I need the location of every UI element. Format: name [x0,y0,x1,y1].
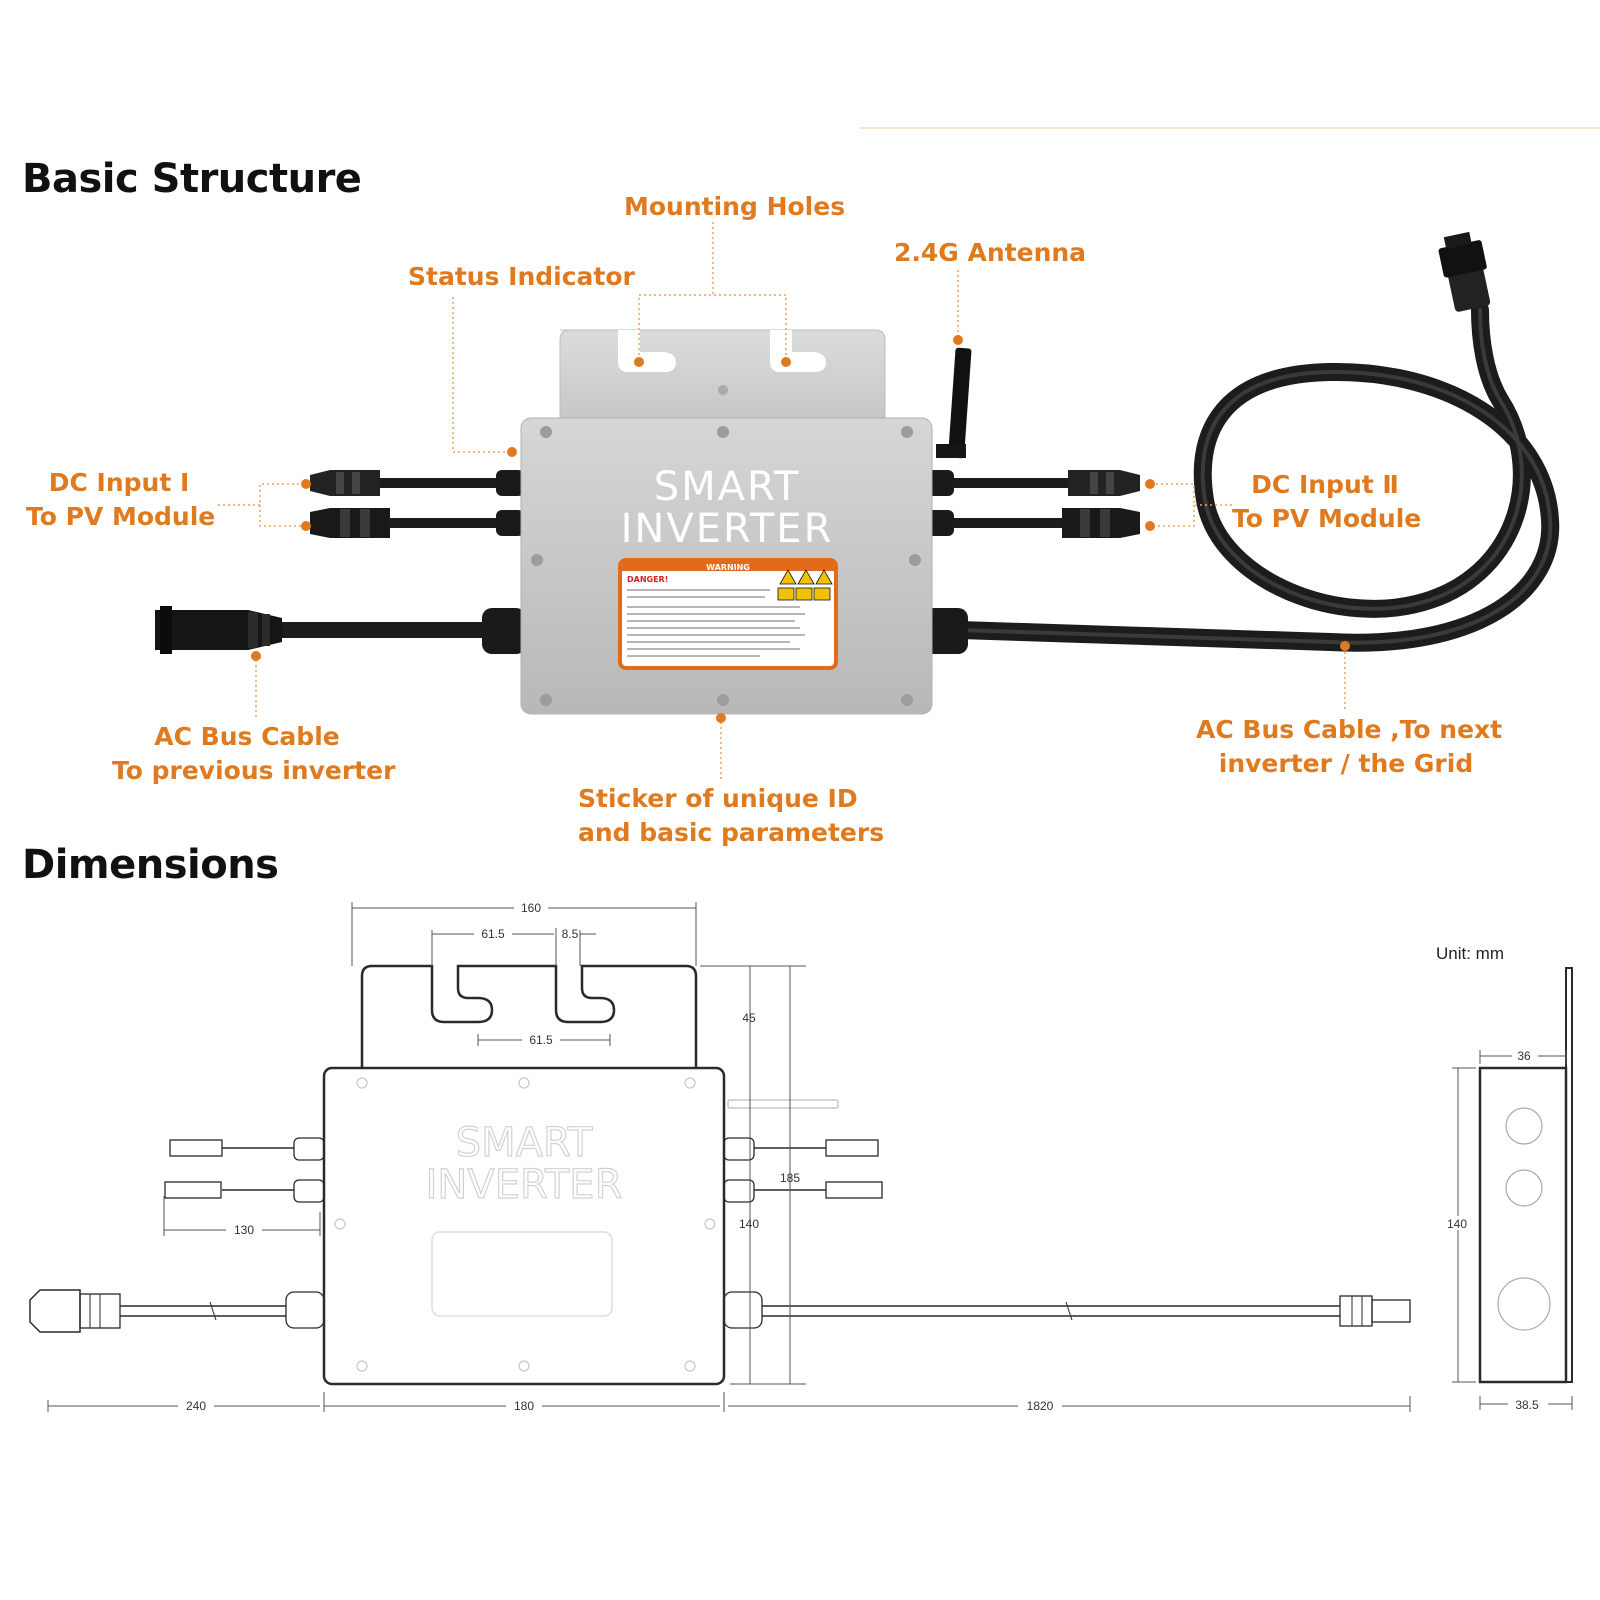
dim-watermark-smart: SMART [456,1120,593,1166]
sticker-line1: Sticker of unique ID [578,784,858,813]
callout-ac-prev: AC Bus Cable To previous inverter [112,720,396,788]
ac-next-line2: inverter / the Grid [1218,749,1474,778]
leader-dots [251,335,1350,723]
basic-structure-heading: Basic Structure [22,156,362,202]
device-title-line2: INVERTER [621,506,834,552]
dim-side-top: 36 [1517,1049,1531,1063]
ac-next-connector [1438,231,1491,312]
callout-sticker: Sticker of unique ID and basic parameter… [578,782,884,850]
callout-mounting-holes: Mounting Holes [624,192,846,221]
antenna [936,347,972,459]
dimension-side-view [1478,967,1573,1384]
ac-prev-line1: AC Bus Cable [154,722,340,751]
leader-lines [218,222,1346,780]
dim-watermark-inverter: INVERTER [426,1162,623,1208]
dim-total-height: 185 [780,1171,800,1185]
dim-body-width: 180 [514,1399,534,1413]
dimension-lines [47,902,1411,1412]
dim-top-width: 160 [521,901,541,915]
dim-ac-right: 1820 [1027,1399,1054,1413]
dimensions-heading: Dimensions [22,842,279,888]
dim-hole-offset: 61.5 [481,927,505,941]
ac-left-cable [280,622,500,638]
dc-input-1-line1: DC Input Ⅰ [48,468,190,497]
body-screws [531,426,921,706]
dc-input-1-line2: To PV Module [26,502,216,531]
callout-dc-input-1: DC Input Ⅰ To PV Module [26,466,216,534]
warning-label: WARNING [706,563,750,572]
sticker-line2: and basic parameters [578,818,885,847]
dim-hole-spacing: 61.5 [529,1033,553,1047]
inverter-illustration: SMART INVERTER WARNING DANGER! [155,231,1560,715]
ac-coil-cable [951,301,1560,652]
dim-dc-cable: 130 [234,1223,254,1237]
dim-body-height: 140 [739,1217,759,1231]
callout-status-indicator: Status Indicator [408,262,635,291]
danger-label: DANGER! [627,575,668,584]
mounting-bracket [559,329,886,431]
dimension-front-view [29,964,1411,1386]
mounting-slot-left [618,330,676,372]
dim-ac-left: 240 [186,1399,206,1413]
unit-label: Unit: mm [1436,944,1504,963]
ac-prev-connector [155,606,282,654]
dc-input-2-cables [930,470,1140,538]
callout-ac-next: AC Bus Cable ,To next inverter / the Gri… [1196,713,1503,781]
dim-side-bottom: 38.5 [1515,1398,1539,1412]
callout-dc-input-2: DC Input Ⅱ To PV Module [1232,468,1422,536]
dim-slot-width: 8.5 [562,927,579,941]
ac-next-line1: AC Bus Cable ,To next [1196,715,1503,744]
dim-bracket-height: 45 [742,1011,756,1025]
dc-input-2-line2: To PV Module [1232,504,1422,533]
dc-input-1-cables [310,470,520,538]
warning-sticker: WARNING DANGER! [618,558,838,670]
dim-side-height: 140 [1447,1217,1467,1231]
cable-glands [482,470,968,654]
dc-input-2-line1: DC Input Ⅱ [1251,470,1399,499]
device-title-line1: SMART [654,464,801,510]
side-dimension-labels: 36 140 38.5 [1442,1048,1548,1412]
callout-antenna: 2.4G Antenna [894,238,1087,267]
dimension-labels: 160 61.5 8.5 61.5 45 185 140 130 240 180… [178,900,1062,1413]
ac-prev-line2: To previous inverter [112,756,396,785]
